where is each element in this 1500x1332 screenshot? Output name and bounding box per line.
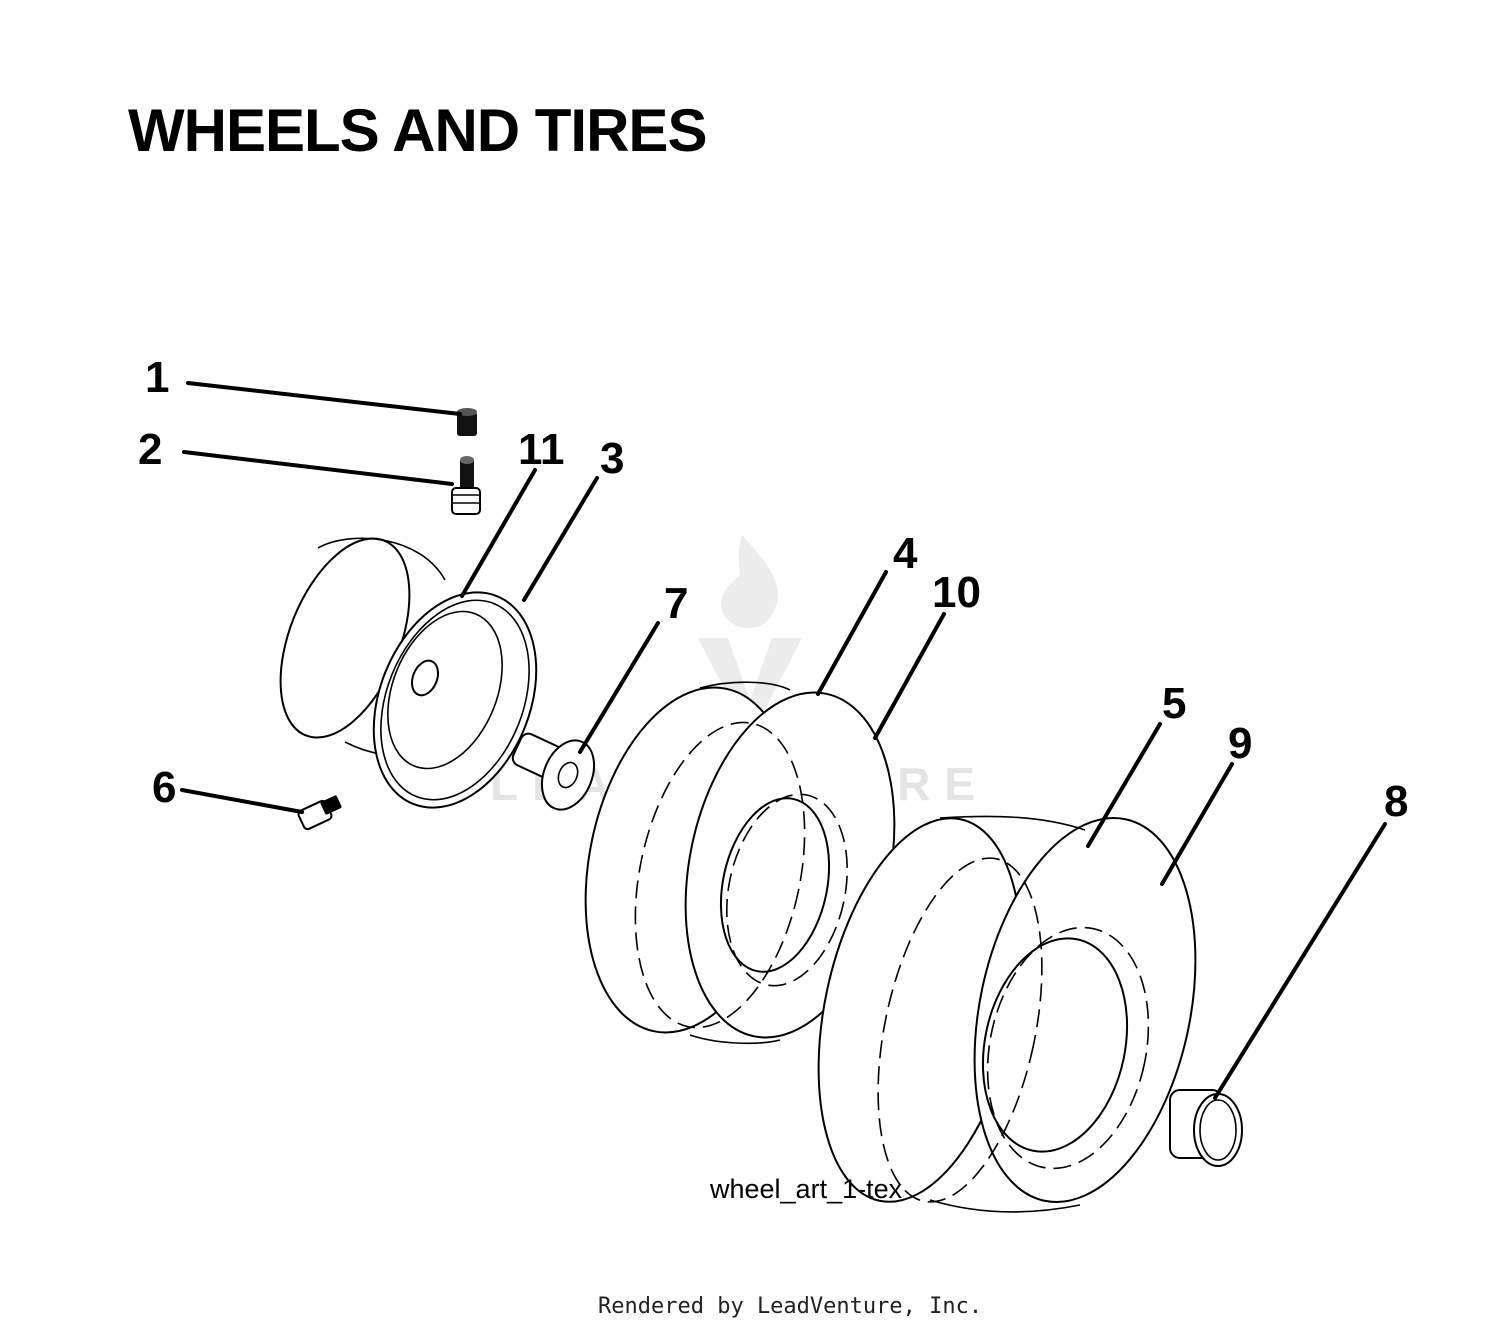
callout-5: 5 bbox=[1162, 679, 1186, 728]
callout-8: 8 bbox=[1384, 777, 1408, 826]
callout-labels: 1 2 3 4 5 6 7 8 9 10 11 bbox=[138, 353, 1408, 826]
valve-stem-part bbox=[451, 456, 481, 515]
callout-4: 4 bbox=[893, 529, 918, 578]
rear-tire-part bbox=[817, 815, 1197, 1213]
leader-line-2 bbox=[182, 450, 454, 486]
leader-line-11 bbox=[460, 468, 537, 598]
wheel-rim-part bbox=[279, 537, 538, 809]
leader-line-9 bbox=[1160, 762, 1234, 886]
diagram-title: WHEELS AND TIRES bbox=[128, 97, 707, 164]
callout-11: 11 bbox=[518, 425, 565, 474]
callout-9: 9 bbox=[1228, 719, 1252, 768]
grease-fitting-part bbox=[297, 795, 342, 831]
leader-line-1 bbox=[186, 381, 462, 416]
hub-cap-part bbox=[1169, 1089, 1243, 1167]
art-code-label: wheel_art_1-tex bbox=[709, 1174, 903, 1204]
leader-line-7 bbox=[578, 621, 660, 754]
v-logo-icon bbox=[698, 638, 802, 738]
leader-line-4 bbox=[816, 570, 888, 696]
leader-line-3 bbox=[522, 476, 599, 602]
callout-7: 7 bbox=[664, 579, 688, 628]
footer-credit: Rendered by LeadVenture, Inc. bbox=[598, 1294, 982, 1319]
callout-6: 6 bbox=[152, 763, 176, 812]
callout-3: 3 bbox=[600, 434, 624, 483]
bushing-part bbox=[511, 732, 596, 811]
leader-lines bbox=[180, 381, 1387, 1100]
leader-line-6 bbox=[180, 788, 304, 814]
valve-cap-part bbox=[457, 408, 477, 436]
callout-1: 1 bbox=[145, 353, 169, 402]
callout-2: 2 bbox=[138, 425, 162, 474]
leader-line-10 bbox=[873, 612, 946, 740]
callout-10: 10 bbox=[932, 568, 981, 617]
leader-line-8 bbox=[1213, 822, 1387, 1100]
flame-logo-icon bbox=[721, 535, 779, 629]
leader-line-5 bbox=[1086, 722, 1162, 848]
